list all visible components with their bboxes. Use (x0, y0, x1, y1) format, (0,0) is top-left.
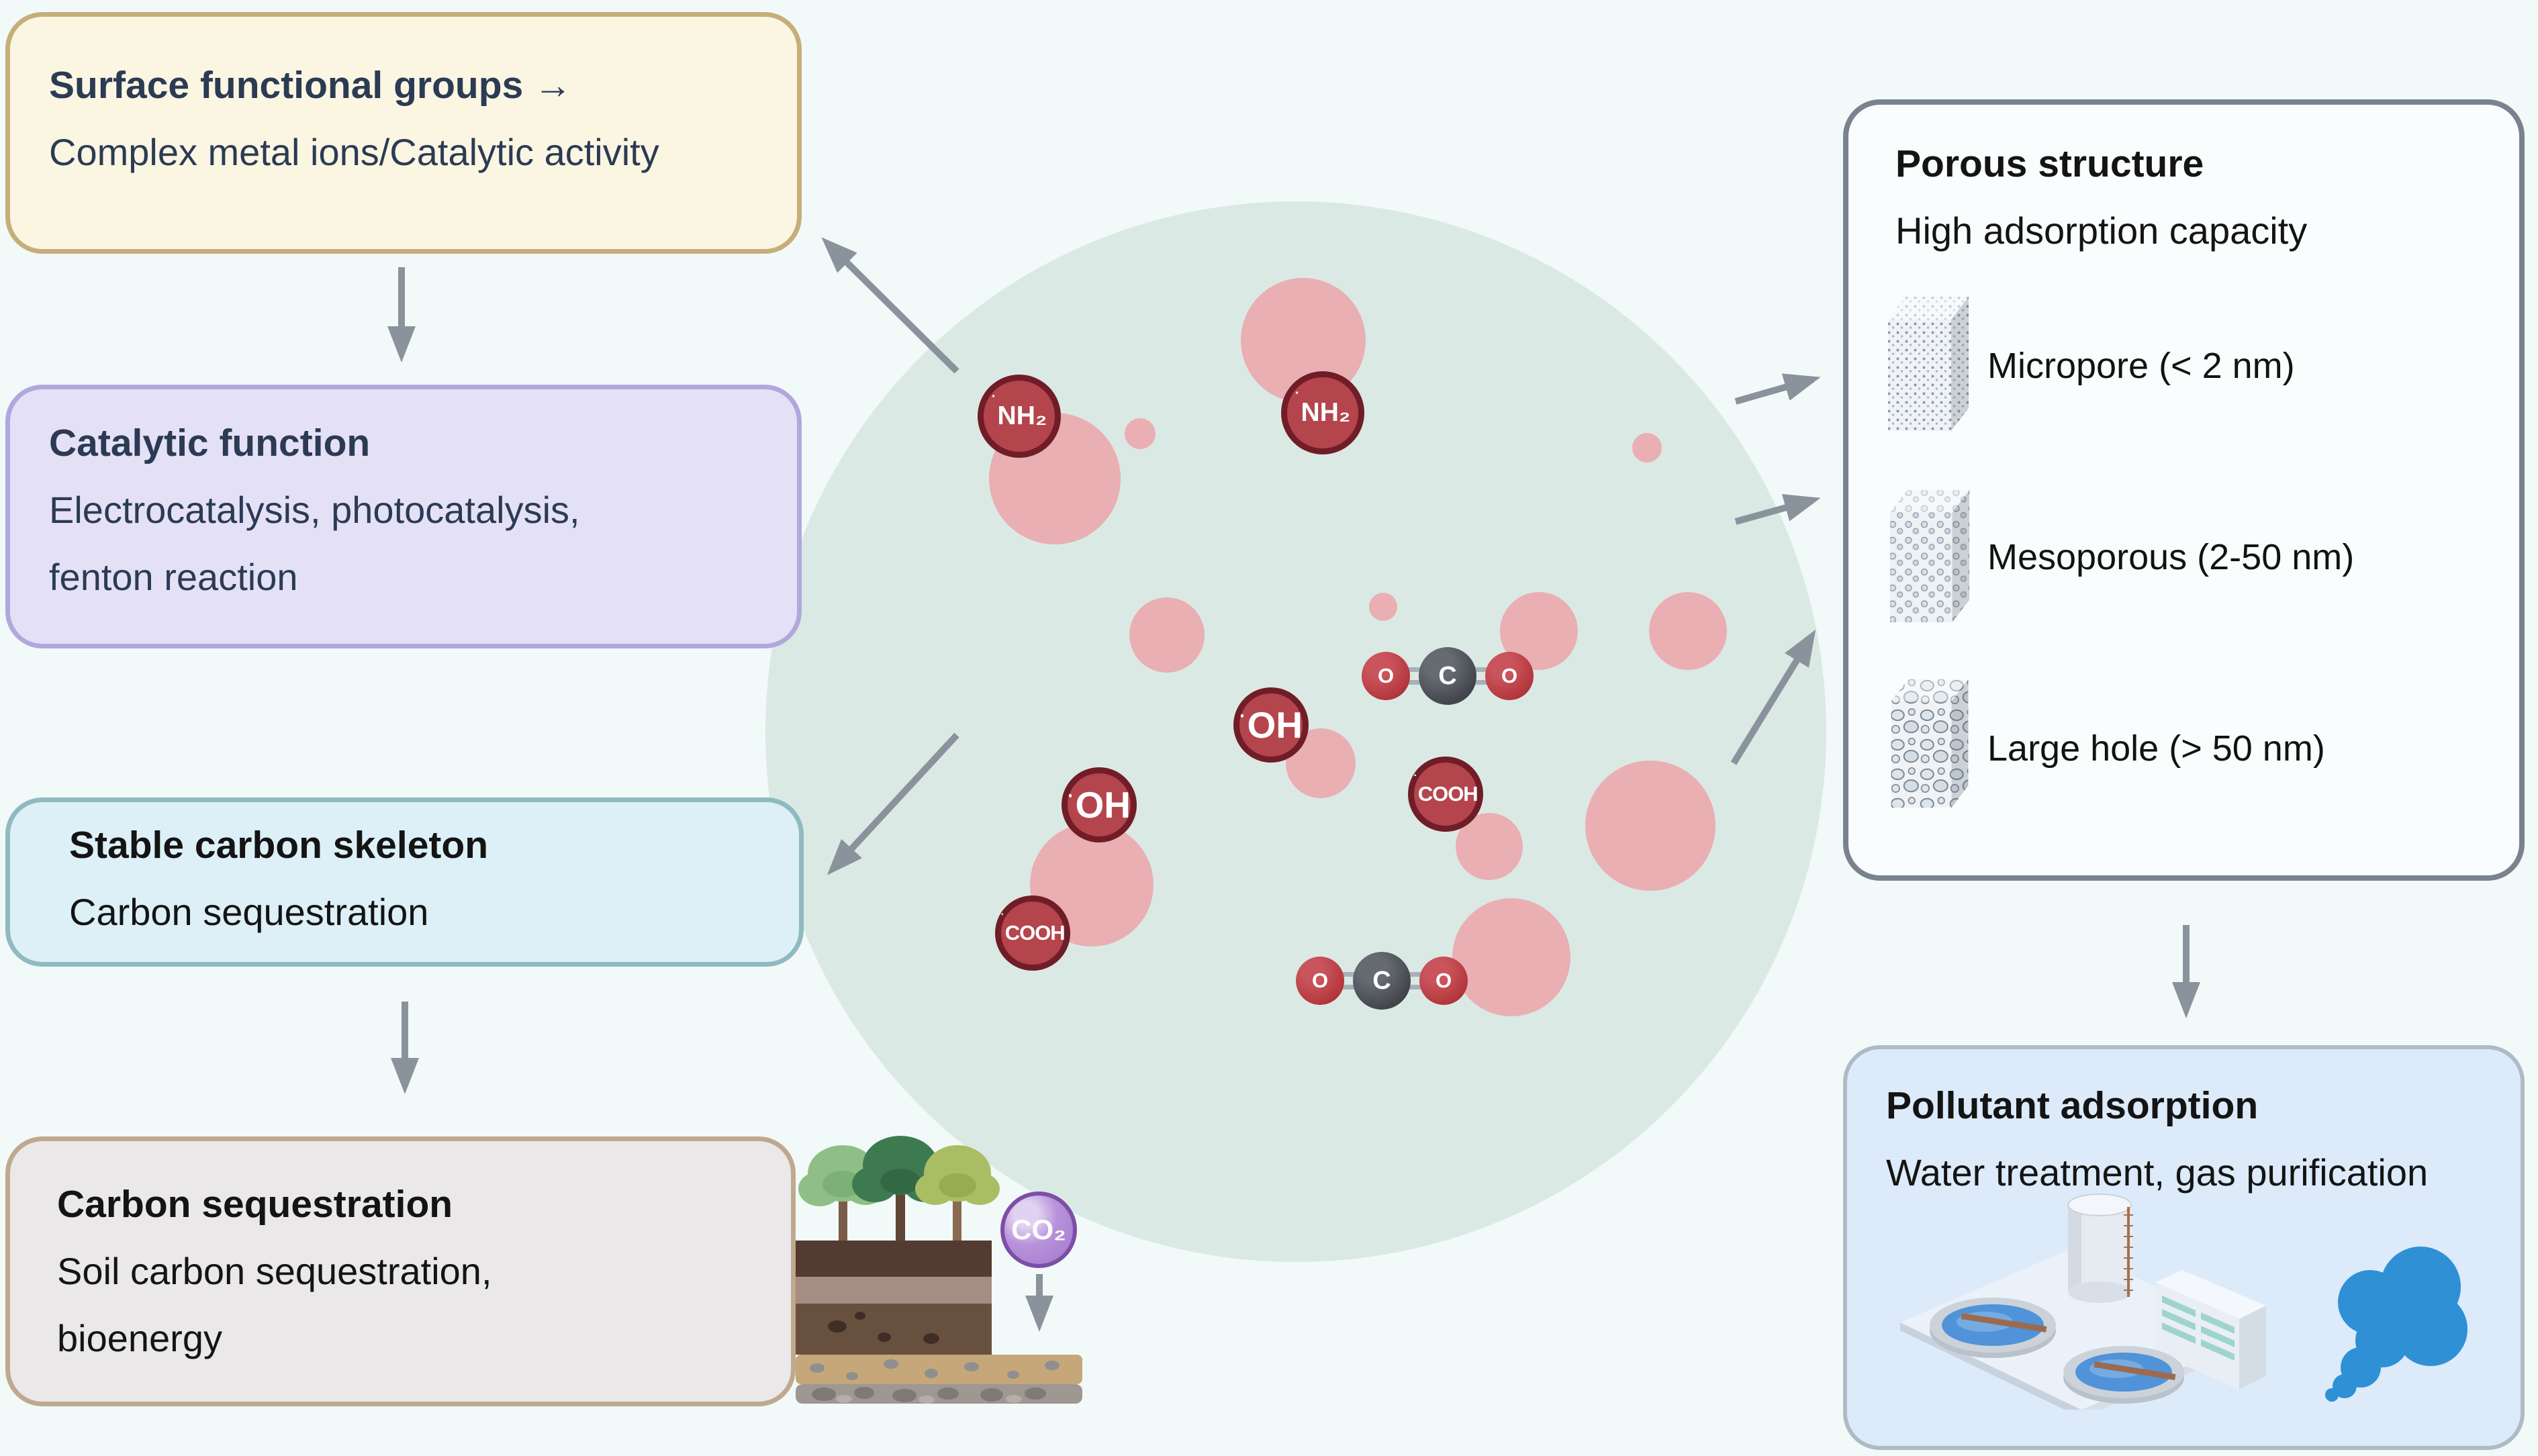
stable-carbon-skeleton-box: Stable carbon skeleton Carbon sequestrat… (5, 797, 804, 967)
radical-dot: · (1295, 385, 1300, 401)
surface-box-title: Surface functional groups → (49, 64, 573, 107)
radical-dot: · (991, 389, 996, 404)
pore-blob (1129, 597, 1205, 673)
porous-box-title: Porous structure (1895, 142, 2204, 185)
pore-blob (1125, 418, 1156, 449)
oxygen-atom: O (1362, 652, 1410, 700)
radical-dot: · (1413, 769, 1417, 781)
carbon-atom: C (1353, 952, 1411, 1010)
large-hole-cube-icon (1891, 679, 1969, 808)
carboxyl-label: COOH (1004, 921, 1066, 944)
oxygen-atom: O (1485, 652, 1534, 700)
pore-blob (1649, 592, 1727, 670)
pollutant-adsorption-box: Pollutant adsorption Water treatment, ga… (1843, 1045, 2525, 1450)
porous-box-subtitle: High adsorption capacity (1895, 209, 2308, 252)
oxygen-atom: O (1296, 957, 1344, 1005)
carboxyl-group-badge: · COOH (1408, 757, 1483, 832)
gas-cloud-icon (2325, 1247, 2468, 1402)
amine-group-badge: · NH₂ (1281, 371, 1364, 454)
carbon-sequestration-box: Carbon sequestration Soil carbon sequest… (5, 1136, 796, 1406)
amine-label: NH₂ (1301, 398, 1351, 427)
micropore-cube-icon (1888, 297, 1969, 431)
hydroxyl-label: OH (1075, 784, 1131, 826)
mesoporous-cube-icon (1889, 489, 1970, 623)
mesoporous-label: Mesoporous (2-50 nm) (1987, 537, 2355, 577)
pore-blob (1632, 433, 1662, 463)
surface-functional-groups-box: Surface functional groups → Complex meta… (5, 12, 802, 254)
pore-blob (1369, 593, 1397, 621)
hydroxyl-group-badge: · OH (1062, 767, 1137, 842)
water-treatment-plant-icon (1900, 1194, 2266, 1410)
amine-label: NH₂ (997, 401, 1047, 430)
forest-soil-illustration (796, 1136, 1082, 1404)
carboxyl-group-badge: · COOH (995, 895, 1070, 971)
arrow-circle-to-micropore (1734, 373, 1821, 405)
co2-ball: CO₂ (1000, 1192, 1077, 1268)
large-hole-label: Large hole (> 50 nm) (1987, 728, 2325, 769)
radical-dot: · (1067, 785, 1074, 807)
co2-molecule: O C O (1296, 951, 1468, 1010)
radical-dot: · (1239, 705, 1246, 727)
radical-dot: · (1000, 908, 1004, 920)
hydroxyl-label: OH (1247, 704, 1303, 746)
catalytic-box-title: Catalytic function (49, 422, 371, 465)
skeleton-box-title: Stable carbon skeleton (69, 824, 489, 867)
carbonseq-box-line: bioenergy (57, 1317, 222, 1359)
pore-blob (1585, 761, 1715, 891)
pollutant-box-title: Pollutant adsorption (1886, 1084, 2259, 1127)
co2-molecule: O C O (1362, 646, 1534, 706)
carboxyl-label: COOH (1417, 782, 1478, 806)
micropore-label: Micropore (< 2 nm) (1987, 346, 2295, 386)
catalytic-function-box: Catalytic function Electrocatalysis, pho… (5, 385, 802, 648)
carbonseq-box-line: Soil carbon sequestration, (57, 1250, 492, 1292)
oxygen-atom: O (1419, 957, 1468, 1005)
carbon-atom: C (1419, 647, 1476, 705)
skeleton-box-subtitle: Carbon sequestration (69, 891, 429, 933)
pore-blob (1452, 898, 1570, 1016)
catalytic-box-line: fenton reaction (49, 556, 298, 598)
amine-group-badge: · NH₂ (978, 375, 1061, 458)
surface-box-subtitle: Complex metal ions/Catalytic activity (49, 131, 659, 173)
catalytic-box-line: Electrocatalysis, photocatalysis, (49, 489, 580, 531)
hydroxyl-group-badge: · OH (1233, 687, 1309, 763)
pollutant-box-subtitle: Water treatment, gas purification (1886, 1151, 2429, 1194)
carbonseq-box-title: Carbon sequestration (57, 1183, 453, 1226)
